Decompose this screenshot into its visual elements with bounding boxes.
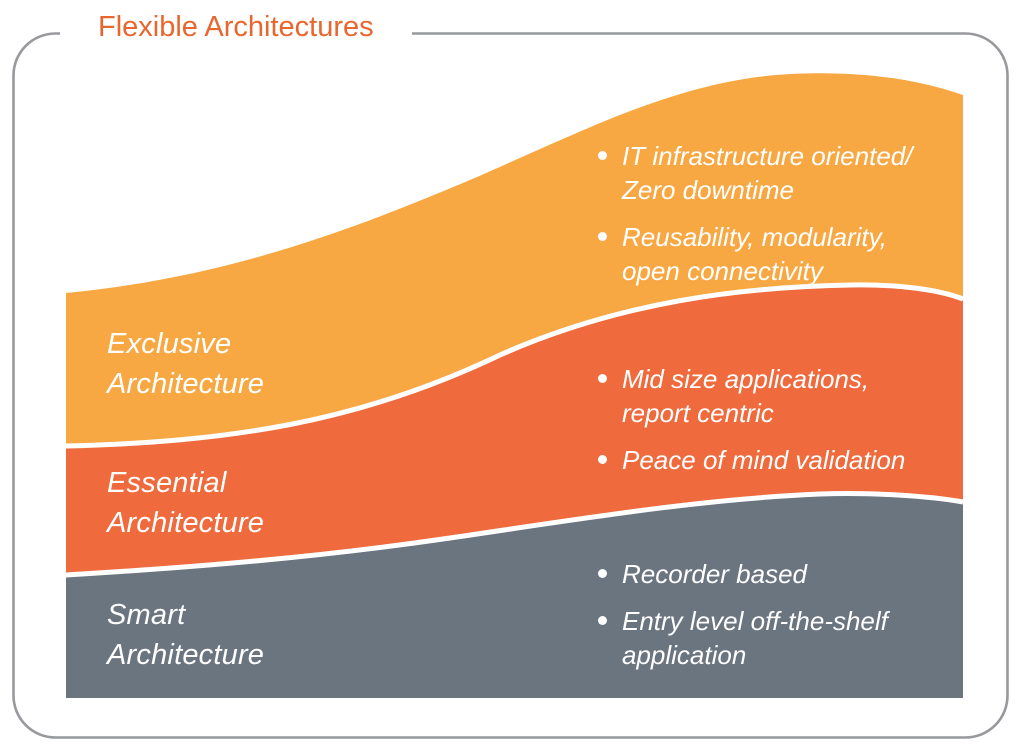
list-item: Peace of mind validation <box>598 443 905 477</box>
list-item-line: open connectivity <box>622 256 823 286</box>
band-label-line: Exclusive <box>107 328 232 360</box>
list-item: Entry level off-the-shelf application <box>598 604 888 672</box>
band-label-line: Architecture <box>107 507 265 539</box>
band-label-exclusive: Exclusive Architecture <box>107 324 264 404</box>
bullet-icon <box>598 151 607 160</box>
band-smart-shape <box>66 493 963 698</box>
list-item: Recorder based <box>598 557 888 591</box>
band-label-line: Smart <box>107 599 186 631</box>
separator-essential-smart <box>65 490 964 578</box>
list-item-line: Mid size applications, <box>622 364 870 394</box>
bullet-icon <box>598 232 607 241</box>
frame-border <box>12 32 1009 739</box>
band-label-line: Architecture <box>107 639 265 671</box>
list-item-text: Entry level off-the-shelf application <box>622 604 888 672</box>
list-item-line: Entry level off-the-shelf <box>622 606 888 636</box>
list-item-line: application <box>622 640 747 670</box>
list-item-line: Zero downtime <box>622 175 794 205</box>
bullet-icon <box>598 569 607 578</box>
list-item: Mid size applications, report centric <box>598 362 905 430</box>
band-label-smart: Smart Architecture <box>107 595 264 675</box>
bullet-list-smart: Recorder based Entry level off-the-shelf… <box>598 557 888 685</box>
list-item-text: Peace of mind validation <box>622 443 905 477</box>
list-item-text: Mid size applications, report centric <box>622 362 869 430</box>
list-item-text: Recorder based <box>622 557 807 591</box>
list-item-line: IT infrastructure oriented/ <box>622 141 913 171</box>
band-label-line: Architecture <box>107 368 265 400</box>
bullet-list-essential: Mid size applications, report centric Pe… <box>598 362 905 490</box>
list-item: Reusability, modularity, open connectivi… <box>598 220 912 288</box>
bullet-list-exclusive: IT infrastructure oriented/ Zero downtim… <box>598 139 912 301</box>
page-title: Flexible Architectures <box>60 8 412 46</box>
list-item-text: IT infrastructure oriented/ Zero downtim… <box>622 139 912 207</box>
list-item-line: Peace of mind validation <box>622 445 906 475</box>
list-item: IT infrastructure oriented/ Zero downtim… <box>598 139 912 207</box>
bullet-icon <box>598 455 607 464</box>
bullet-icon <box>598 616 607 625</box>
list-item-line: Reusability, modularity, <box>622 222 887 252</box>
band-label-essential: Essential Architecture <box>107 463 264 543</box>
list-item-line: Recorder based <box>622 559 807 589</box>
separator-exclusive-essential <box>65 282 964 449</box>
bullet-icon <box>598 374 607 383</box>
list-item-text: Reusability, modularity, open connectivi… <box>622 220 887 288</box>
band-label-line: Essential <box>107 467 227 499</box>
list-item-line: report centric <box>622 398 774 428</box>
